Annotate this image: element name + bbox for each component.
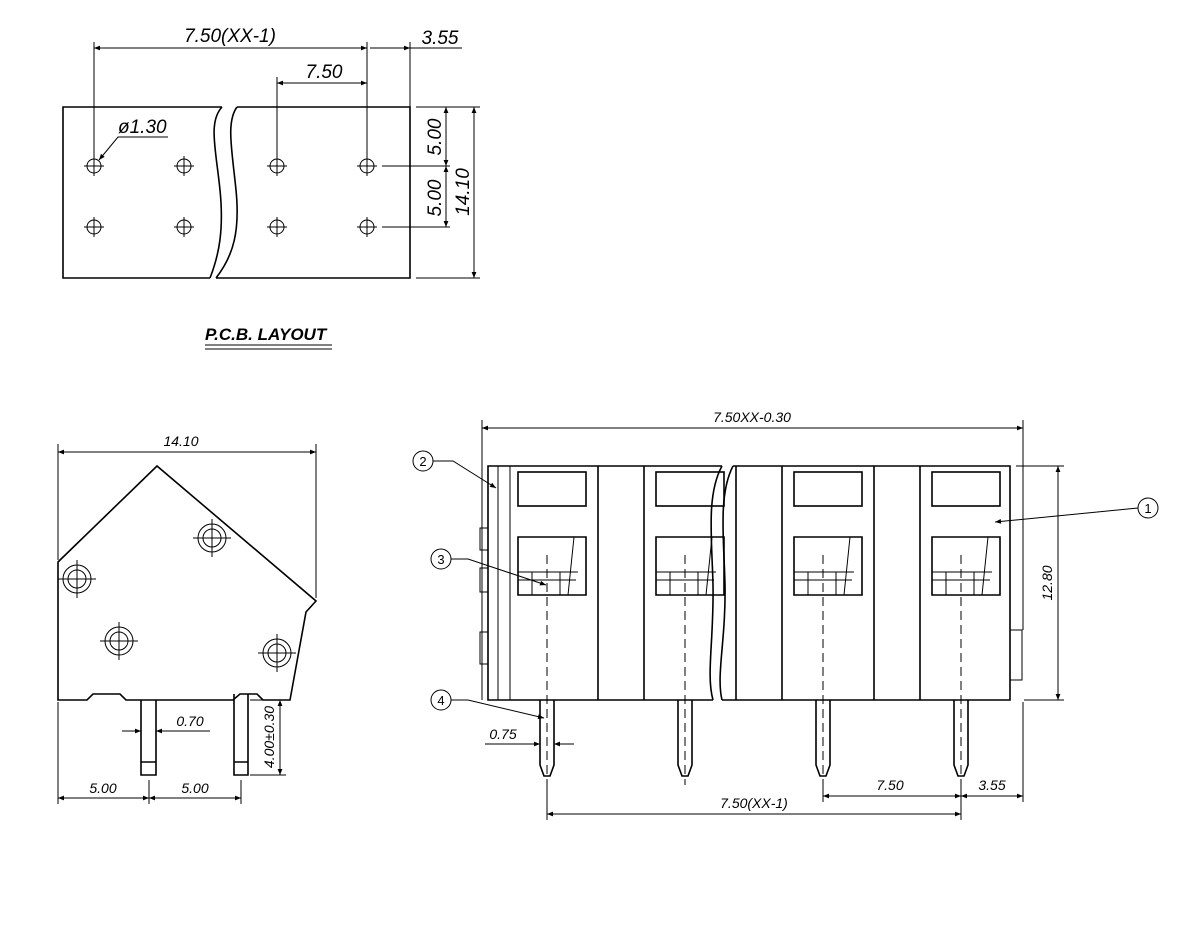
front-dim-pitch: 7.50 [876, 777, 903, 793]
side-dimensions: 14.10 0.70 4.00±0.30 5.00 5.00 [57, 433, 317, 804]
front-pins [539, 555, 969, 785]
pcb-dim-row-1: 5.00 [425, 118, 446, 155]
pcb-hole [357, 156, 377, 176]
screw-hole [258, 634, 296, 672]
clamp-openings [517, 536, 1001, 596]
front-dim-pin-width: 0.75 [489, 726, 516, 742]
pcb-break-right [215, 106, 238, 279]
pcb-dim-pitch: 7.50 [306, 62, 343, 83]
balloon-2: 2 [412, 450, 497, 489]
side-dim-width: 14.10 [163, 433, 198, 449]
wire-entry-window [517, 471, 587, 507]
pcb-hole [174, 217, 194, 237]
front-break-left [709, 465, 723, 701]
front-pin [677, 555, 693, 785]
pcb-holes [84, 156, 377, 237]
pcb-dimensions: 7.50(XX-1) 3.55 7.50 ø1.30 5.00 5.00 14.… [93, 26, 480, 279]
pcb-hole [84, 217, 104, 237]
pcb-hole [84, 156, 104, 176]
side-dim-pin-length: 4.00±0.30 [261, 706, 277, 768]
side-dim-offset-2: 5.00 [181, 780, 208, 796]
front-pin [539, 555, 555, 785]
pcb-outline-right [216, 106, 411, 279]
balloon-4: 4 [430, 689, 545, 719]
pcb-hole [357, 217, 377, 237]
front-dim-pin-span: 7.50(XX-1) [720, 795, 788, 811]
clamp-opening [517, 536, 587, 596]
clamp-opening [793, 536, 863, 596]
wire-entry-window [655, 471, 725, 507]
wire-entry-window [793, 471, 863, 507]
front-body-right [722, 465, 1011, 701]
pcb-dim-row-2: 5.00 [425, 179, 446, 216]
pcb-break-left [209, 106, 223, 279]
side-pins [140, 694, 249, 776]
front-dim-height: 12.80 [1039, 565, 1055, 600]
pcb-hole [267, 217, 287, 237]
side-pin [233, 694, 249, 776]
front-pin [815, 555, 831, 785]
pcb-hole [174, 156, 194, 176]
svg-text:1: 1 [1144, 501, 1151, 516]
screw-hole [58, 560, 96, 598]
front-view: 7.50XX-0.30 12.80 0.75 7.50 3.55 7.50(XX… [412, 409, 1159, 820]
wire-entry-windows [517, 471, 1001, 507]
clamp-opening [655, 536, 725, 596]
side-screw-holes [58, 519, 296, 672]
front-break-right [719, 465, 734, 701]
screw-hole [100, 622, 138, 660]
balloon-3: 3 [430, 548, 547, 586]
clamp-opening [931, 536, 1001, 596]
pcb-dim-hole: ø1.30 [118, 117, 167, 138]
svg-text:2: 2 [419, 454, 426, 469]
side-pin [140, 700, 157, 776]
pcb-outline-left [62, 106, 222, 279]
front-dimensions: 7.50XX-0.30 12.80 0.75 7.50 3.55 7.50(XX… [481, 409, 1064, 820]
side-view: 14.10 0.70 4.00±0.30 5.00 5.00 [57, 433, 318, 804]
front-dim-overall: 7.50XX-0.30 [713, 409, 791, 425]
side-dim-offset-1: 5.00 [89, 780, 116, 796]
side-body-outline [57, 464, 318, 701]
pcb-dim-end: 3.55 [422, 28, 459, 49]
svg-text:4: 4 [437, 693, 444, 708]
pcb-dim-overall-pitch: 7.50(XX-1) [184, 26, 276, 47]
part-balloons: 1 2 3 4 [412, 450, 1159, 719]
pcb-layout-title: P.C.B. LAYOUT [205, 325, 328, 344]
pcb-dim-height: 14.10 [453, 168, 474, 216]
front-pin [953, 555, 969, 785]
pcb-layout-view: 7.50(XX-1) 3.55 7.50 ø1.30 5.00 5.00 14.… [62, 26, 480, 350]
svg-text:3: 3 [437, 552, 444, 567]
front-body-left [487, 465, 722, 701]
balloon-1: 1 [994, 497, 1159, 524]
side-dim-pin-width: 0.70 [176, 713, 203, 729]
screw-hole [193, 519, 231, 557]
wire-entry-window [931, 471, 1001, 507]
front-dim-end: 3.55 [978, 777, 1005, 793]
pcb-hole [267, 156, 287, 176]
